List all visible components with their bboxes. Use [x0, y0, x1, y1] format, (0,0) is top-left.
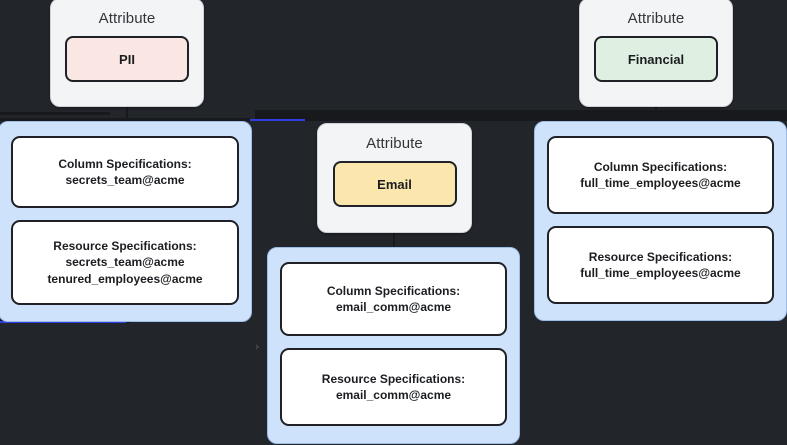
attribute-card-financial[interactable]: Attribute Financial — [579, 0, 733, 107]
accent-bar-left-panel — [0, 321, 126, 323]
spec-card-column-specifications[interactable]: Column Specifications: secrets_team@acme — [11, 136, 239, 208]
spec-group-email[interactable]: Column Specifications: email_comm@acme R… — [267, 247, 520, 444]
spec-card-resource-specifications[interactable]: Resource Specifications: full_time_emplo… — [547, 226, 774, 304]
spec-card-heading: Resource Specifications: — [588, 249, 733, 264]
spec-card-column-specifications[interactable]: Column Specifications: full_time_employe… — [547, 136, 774, 214]
spec-group-pii[interactable]: Column Specifications: secrets_team@acme… — [0, 121, 252, 322]
spec-card-value: tenured_employees@acme — [47, 271, 203, 286]
connector-rail-right-edge — [700, 112, 787, 115]
chevron-right-icon[interactable]: › — [255, 340, 260, 353]
spec-card-value: secrets_team@acme — [65, 255, 185, 270]
spec-card-column-specifications[interactable]: Column Specifications: email_comm@acme — [280, 262, 507, 336]
attribute-card-label: Attribute — [627, 10, 685, 27]
spec-card-resource-specifications[interactable]: Resource Specifications: email_comm@acme — [280, 348, 507, 426]
spec-card-value: secrets_team@acme — [65, 173, 185, 187]
spec-card-value: full_time_employees@acme — [580, 266, 741, 280]
spec-card-heading: Column Specifications: — [326, 283, 461, 298]
spec-card-value: email_comm@acme — [335, 300, 452, 314]
attribute-badge-email[interactable]: Email — [332, 161, 457, 207]
attribute-card-label: Attribute — [366, 135, 423, 152]
spec-card-heading: Resource Specifications: — [321, 371, 466, 386]
connector-rail-top-left — [0, 112, 110, 115]
attribute-badge-pii[interactable]: PII — [65, 36, 189, 82]
spec-card-value: full_time_employees@acme — [580, 176, 741, 190]
spec-card-heading: Column Specifications: — [58, 156, 192, 171]
attribute-card-email[interactable]: Attribute Email — [317, 123, 472, 233]
attribute-card-pii[interactable]: Attribute PII — [50, 0, 204, 107]
spec-card-value: email_comm@acme — [335, 388, 452, 402]
spec-card-heading: Resource Specifications: — [53, 239, 197, 254]
connector-rail-top-right — [255, 110, 787, 121]
spec-card-heading: Column Specifications: — [593, 159, 728, 174]
spec-card-resource-specifications[interactable]: Resource Specifications: secrets_team@ac… — [11, 220, 239, 305]
spec-group-financial[interactable]: Column Specifications: full_time_employe… — [534, 121, 787, 321]
attribute-badge-financial[interactable]: Financial — [594, 36, 718, 82]
attribute-card-label: Attribute — [98, 10, 156, 27]
connector-rail-top-mid — [0, 118, 250, 121]
accent-bar-top — [250, 119, 305, 121]
